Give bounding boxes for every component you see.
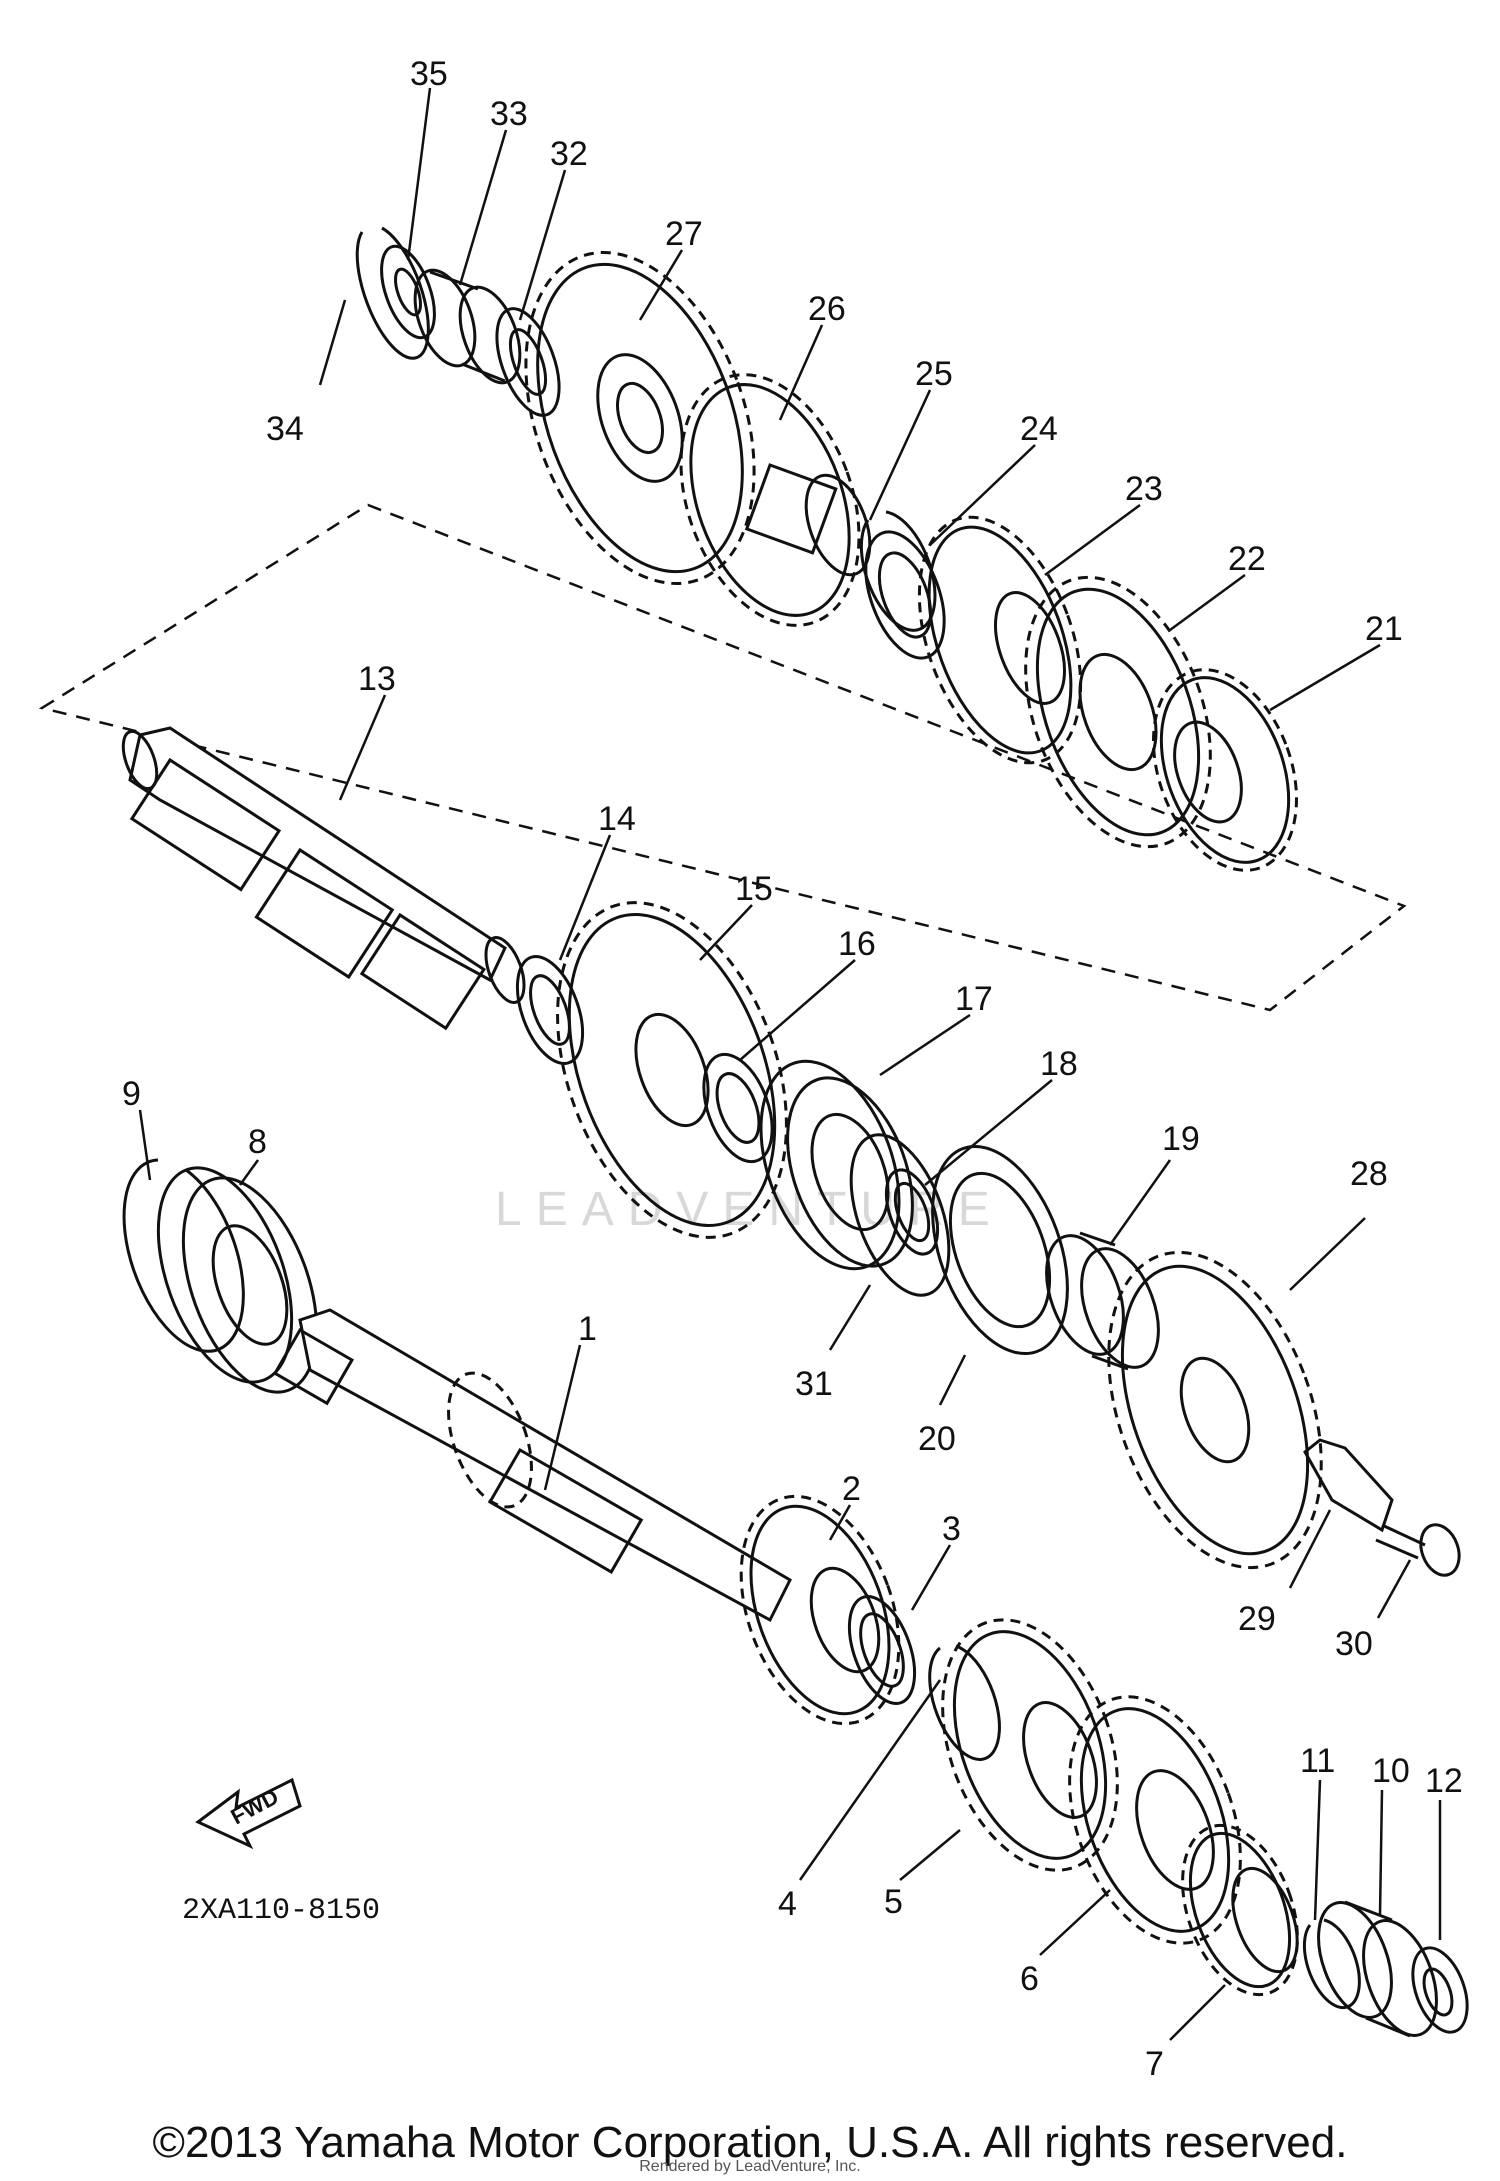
part-23-gear [917, 515, 1083, 765]
part-17-bearing [759, 1059, 914, 1271]
callout-3: 3 [942, 1510, 961, 1548]
part-25-circlip [859, 510, 937, 632]
callout-14: 14 [598, 800, 636, 838]
part-5-gear [941, 1618, 1119, 1872]
part-24-washer [864, 530, 946, 660]
callout-35: 35 [410, 55, 448, 93]
callout-25: 25 [915, 355, 953, 393]
callout-28: 28 [1350, 1155, 1388, 1193]
part-28-sprocket [1107, 1250, 1323, 1570]
part-30-bolt [1375, 1523, 1461, 1577]
callouts: 1 2 3 4 5 6 7 8 9 10 11 12 13 14 15 16 1… [122, 55, 1463, 2083]
part-19-collar [1045, 1231, 1160, 1371]
callout-22: 22 [1228, 540, 1266, 578]
leader-lines [138, 87, 1442, 2041]
part-31-circlip [849, 1133, 951, 1297]
callout-26: 26 [808, 290, 846, 328]
callout-19: 19 [1162, 1120, 1200, 1158]
part-29-lock-plate [1303, 1438, 1394, 1533]
part-7-gear [1181, 1823, 1299, 1997]
top-gear-row [355, 226, 1298, 872]
part-26-gear [679, 373, 872, 627]
callout-30: 30 [1335, 1625, 1373, 1663]
callout-32: 32 [550, 135, 588, 173]
callout-17: 17 [955, 980, 993, 1018]
callout-11: 11 [1300, 1742, 1335, 1780]
rendered-by-notice: Rendered by LeadVenture, Inc. [639, 2158, 861, 2175]
copyright-notice: ©2013 Yamaha Motor Corporation, U.S.A. A… [152, 2118, 1348, 2167]
part-22-gear [1024, 575, 1212, 849]
callout-9: 9 [122, 1075, 141, 1113]
callout-16: 16 [838, 925, 876, 963]
part-33-bushing [413, 268, 522, 385]
part-12-cap [1411, 1946, 1469, 2034]
callout-6: 6 [1020, 1960, 1039, 1998]
callout-24: 24 [1020, 410, 1058, 448]
callout-23: 23 [1125, 470, 1163, 508]
part-2-gear [739, 1494, 901, 1726]
part-10-bearing [1317, 1900, 1438, 2038]
part-14-washer [515, 955, 585, 1065]
part-20-oil-seal [931, 1144, 1069, 1356]
callout-18: 18 [1040, 1045, 1078, 1083]
part-21-gear [1152, 668, 1298, 872]
reference-code: 2XA110-8150 [182, 1894, 380, 1928]
part-11-circlip [1302, 1918, 1361, 2010]
callout-20: 20 [918, 1420, 956, 1458]
part-27-gear [524, 251, 756, 585]
callout-1: 1 [578, 1310, 597, 1348]
callout-34: 34 [266, 410, 304, 448]
part-34-circlip [355, 226, 430, 360]
drive-axle-group-outline [38, 503, 1407, 1012]
callout-12: 12 [1425, 1762, 1463, 1800]
callout-2: 2 [842, 1470, 861, 1508]
callout-10: 10 [1372, 1752, 1410, 1790]
callout-8: 8 [248, 1123, 267, 1161]
callout-15: 15 [735, 870, 773, 908]
callout-31: 31 [795, 1365, 833, 1403]
callout-5: 5 [884, 1883, 903, 1921]
part-13-drive-axle [121, 726, 526, 1031]
part-32-washer [495, 307, 561, 417]
callout-7: 7 [1145, 2045, 1164, 2083]
callout-4: 4 [778, 1885, 797, 1923]
part-1-main-axle [272, 1308, 792, 1623]
callout-13: 13 [358, 660, 396, 698]
callout-27: 27 [665, 215, 703, 253]
part-4-circlip [928, 1644, 1001, 1761]
part-6-gear [1068, 1695, 1242, 1945]
callout-21: 21 [1365, 610, 1403, 648]
callout-29: 29 [1238, 1600, 1276, 1638]
part-8-bearing [156, 1166, 319, 1394]
fwd-arrow: FWD [195, 1777, 302, 1850]
part-9-circlip [122, 1158, 245, 1353]
callout-33: 33 [490, 95, 528, 133]
part-3-washer [847, 1595, 917, 1705]
